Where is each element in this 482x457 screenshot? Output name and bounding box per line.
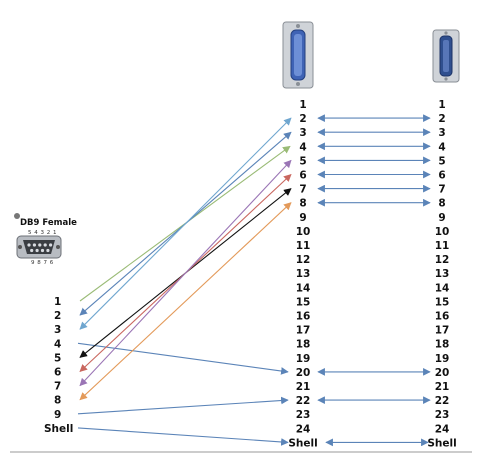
- db9-socket-hole: [38, 243, 42, 247]
- db25-left-pin-label: 9: [299, 212, 306, 224]
- db9-top-pin-numbers: 5 4 3 2 1: [28, 230, 57, 236]
- db25-right-pin-label: 7: [438, 184, 445, 196]
- db25-right-pin-label: 19: [435, 353, 450, 365]
- db25-left-pin-labels: 123456789101112131415161718192021222324S…: [288, 99, 317, 449]
- db25-right-pin-label: 11: [435, 240, 450, 252]
- db25-right-pin-label: 12: [435, 254, 450, 266]
- db9-pin-label: 1: [54, 296, 61, 308]
- db9-wire-Shell: [77, 427, 289, 446]
- db25-left-pin-label: 18: [296, 339, 311, 351]
- db25-left-pin-label: 10: [296, 226, 311, 238]
- db25-right-pin-label: 9: [438, 212, 445, 224]
- db9-socket-hole: [27, 243, 31, 247]
- db25-left-pin-label: 19: [296, 353, 311, 365]
- db9-bottom-pin-numbers: 9 8 7 6: [31, 260, 54, 266]
- db25-left-pin-label: 17: [296, 325, 311, 337]
- db25-left-pin-label: 20: [296, 367, 311, 379]
- db25-right-pin-label: 15: [435, 296, 450, 308]
- db25-left-pin-label: 11: [296, 240, 311, 252]
- db9-pin-label: 9: [54, 409, 61, 421]
- db25-right-pin-label: 23: [435, 409, 450, 421]
- db25-right-pin-label: 21: [435, 381, 450, 393]
- db9-socket-hole: [30, 248, 34, 253]
- db25-right-pin-label: 10: [435, 226, 450, 238]
- db9-wire-4: [77, 342, 289, 375]
- db9-pin-label: 2: [54, 310, 61, 322]
- db25-left-pin-label: Shell: [288, 437, 317, 449]
- db25-right-pin-label: 2: [438, 113, 445, 125]
- db25-right-pin-label: 22: [435, 395, 450, 407]
- db25-right-pin-label: 5: [438, 155, 445, 167]
- db9-socket-hole: [49, 243, 53, 247]
- db9-pin-label: 8: [54, 395, 61, 407]
- db25-right-pin-label: Shell: [427, 437, 456, 449]
- db9-pin-label: 3: [54, 324, 61, 336]
- db25-left-pin-label: 13: [296, 268, 311, 280]
- db25-left-pin-label: 2: [299, 113, 306, 125]
- db9-wire-9: [77, 396, 289, 415]
- db25-straight-through-wires: [317, 114, 431, 447]
- db9-female-connector: DB9 Female 5 4 3 2 1 9 8 7 6: [14, 213, 77, 266]
- db9-socket-hole: [46, 248, 50, 253]
- db9-socket-hole: [43, 243, 47, 247]
- db25-right-pin-label: 4: [438, 141, 445, 153]
- db25-right-pin-label: 6: [438, 170, 445, 182]
- db9-wire-8: [79, 202, 292, 401]
- db25-connector-right-image: [432, 29, 460, 83]
- db25-right-pin-labels: 123456789101112131415161718192021222324S…: [427, 99, 456, 449]
- db25-right-pin-label: 8: [438, 198, 445, 210]
- db25-right-pin-label: 24: [435, 423, 450, 435]
- db25-right-pin-label: 17: [435, 325, 450, 337]
- db25-left-pin-label: 1: [299, 99, 306, 111]
- db9-pin-label: 7: [54, 381, 61, 393]
- db25-left-pin-label: 8: [299, 198, 306, 210]
- db9-to-db25-wires: [77, 117, 292, 446]
- db9-wire-7: [79, 159, 292, 387]
- db9-pin-label: 4: [54, 338, 61, 350]
- db25-left-pin-label: 3: [299, 127, 306, 139]
- db9-socket-hole: [32, 243, 37, 247]
- db9-mount-hole-icon: [14, 213, 20, 219]
- db25-left-pin-label: 21: [296, 381, 311, 393]
- db25-left-pin-label: 24: [296, 423, 311, 435]
- db25-left-pin-label: 6: [299, 170, 306, 182]
- db25-left-pin-label: 7: [299, 184, 306, 196]
- db9-wire-3: [79, 117, 292, 330]
- db25-left-pin-label: 23: [296, 409, 311, 421]
- db25-left-pin-label: 14: [296, 282, 311, 294]
- db25-right-pin-label: 18: [435, 339, 450, 351]
- db25-right-pin-label: 16: [435, 311, 450, 323]
- db25-right-pin-label: 1: [438, 99, 445, 111]
- db9-socket-holes: [27, 243, 53, 253]
- db25-left-pin-label: 15: [296, 296, 311, 308]
- db9-title: DB9 Female: [20, 218, 77, 228]
- db9-pin-label: 6: [54, 367, 61, 379]
- db25-right-pin-label: 20: [435, 367, 450, 379]
- db25-left-pin-label: 4: [299, 141, 306, 153]
- db9-socket-hole: [40, 248, 45, 253]
- db25-left-pin-label: 22: [296, 395, 311, 407]
- db25-right-pin-label: 14: [435, 282, 450, 294]
- db9-socket-hole: [35, 248, 39, 253]
- db25-left-pin-label: 12: [296, 254, 311, 266]
- db25-right-pin-label: 3: [438, 127, 445, 139]
- db25-right-pin-label: 13: [435, 268, 450, 280]
- db9-pin-label: Shell: [44, 423, 73, 435]
- db25-left-pin-label: 5: [299, 155, 306, 167]
- db25-left-pin-label: 16: [296, 311, 311, 323]
- db9-pin-label: 5: [54, 352, 61, 364]
- db25-connector-left-image: [282, 21, 314, 89]
